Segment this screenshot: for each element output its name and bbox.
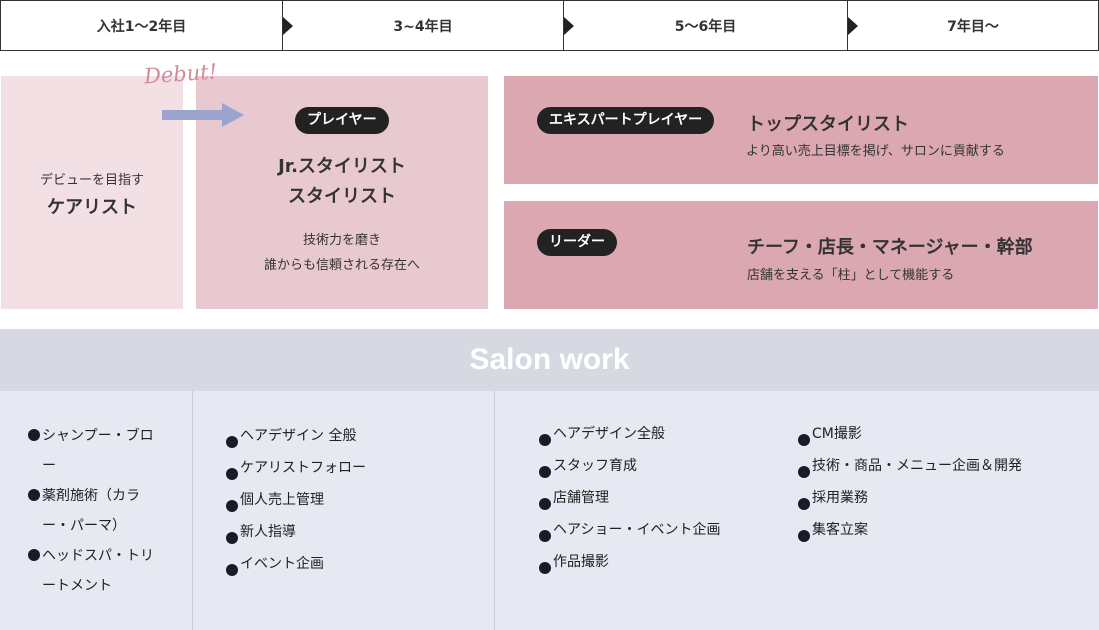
list-item: シャンプー・ブロー (28, 421, 162, 481)
salon-work-body: シャンプー・ブロー 薬剤施術（カラー・パーマ） ヘッドスパ・トリートメント ヘア… (0, 391, 1099, 630)
list-item: ヘアデザイン 全般 (226, 428, 476, 460)
list-item: 集客立案 (798, 522, 1088, 554)
timeline-period-3: 5〜6年目 (674, 18, 737, 35)
stage-care-box: デビューを目指す ケアリスト (1, 76, 183, 309)
player-title-1: Jr.スタイリスト (278, 156, 406, 177)
timeline-arrow-icon (848, 17, 858, 35)
salon-work-header: Salon work (0, 329, 1099, 391)
column-divider (494, 391, 495, 630)
list-item: 新人指導 (226, 524, 476, 556)
debut-label: Debut! (143, 59, 218, 89)
salon-work-title: Salon work (469, 343, 630, 376)
leader-title: チーフ・店長・マネージャー・幹部 (747, 237, 1033, 258)
salon-list-col1: シャンプー・ブロー 薬剤施術（カラー・パーマ） ヘッドスパ・トリートメント (28, 421, 162, 601)
player-desc-1: 技術力を磨き (302, 233, 381, 248)
list-item: 個人売上管理 (226, 492, 476, 524)
salon-list-col3: ヘアデザイン全般 スタッフ育成 店舗管理 ヘアショー・イベント企画 作品撮影 (539, 426, 779, 586)
care-subtitle: デビューを目指す (39, 173, 144, 188)
list-item: イベント企画 (226, 556, 476, 588)
list-item: 薬剤施術（カラー・パーマ） (28, 481, 162, 541)
timeline-period-4: 7年目〜 (947, 18, 999, 35)
timeline-period-1: 入社1〜2年目 (96, 18, 187, 35)
care-title: ケアリスト (47, 197, 137, 218)
timeline-divider (282, 1, 283, 50)
expert-badge: エキスパートプレイヤー (537, 107, 715, 134)
list-item: ヘアショー・イベント企画 (539, 522, 779, 554)
player-badge: プレイヤー (295, 107, 389, 134)
player-desc-2: 誰からも信頼される存在へ (263, 258, 420, 273)
list-item: CM撮影 (798, 426, 1088, 458)
list-item: ヘアデザイン全般 (539, 426, 779, 458)
expert-desc: より高い売上目標を掲げ、サロンに貢献する (746, 144, 1005, 159)
expert-title: トップスタイリスト (747, 114, 909, 135)
list-item: スタッフ育成 (539, 458, 779, 490)
list-item: 作品撮影 (539, 554, 779, 586)
list-item: ケアリストフォロー (226, 460, 476, 492)
timeline-arrow-icon (283, 17, 293, 35)
stage-expert-box: エキスパートプレイヤー トップスタイリスト より高い売上目標を掲げ、サロンに貢献… (504, 76, 1098, 184)
list-item: 技術・商品・メニュー企画＆開発 (798, 458, 1088, 490)
stage-player-box: プレイヤー Jr.スタイリスト スタイリスト 技術力を磨き 誰からも信頼される存… (196, 76, 488, 309)
timeline-arrow-icon (564, 17, 574, 35)
player-title-2: スタイリスト (288, 186, 396, 207)
leader-desc: 店舗を支える「柱」として機能する (747, 268, 955, 283)
timeline-divider (847, 1, 848, 50)
list-item: ヘッドスパ・トリートメント (28, 541, 162, 601)
stage-leader-box: リーダー チーフ・店長・マネージャー・幹部 店舗を支える「柱」として機能する (504, 201, 1098, 309)
salon-list-col4: CM撮影 技術・商品・メニュー企画＆開発 採用業務 集客立案 (798, 426, 1088, 554)
debut-arrow-icon (162, 101, 244, 129)
salon-list-col2: ヘアデザイン 全般 ケアリストフォロー 個人売上管理 新人指導 イベント企画 (226, 428, 476, 588)
list-item: 店舗管理 (539, 490, 779, 522)
timeline-period-2: 3~4年目 (393, 18, 453, 35)
timeline-divider (563, 1, 564, 50)
column-divider (192, 391, 193, 630)
list-item: 採用業務 (798, 490, 1088, 522)
leader-badge: リーダー (537, 229, 617, 256)
timeline-bar: 入社1〜2年目 3~4年目 5〜6年目 7年目〜 (0, 0, 1099, 51)
